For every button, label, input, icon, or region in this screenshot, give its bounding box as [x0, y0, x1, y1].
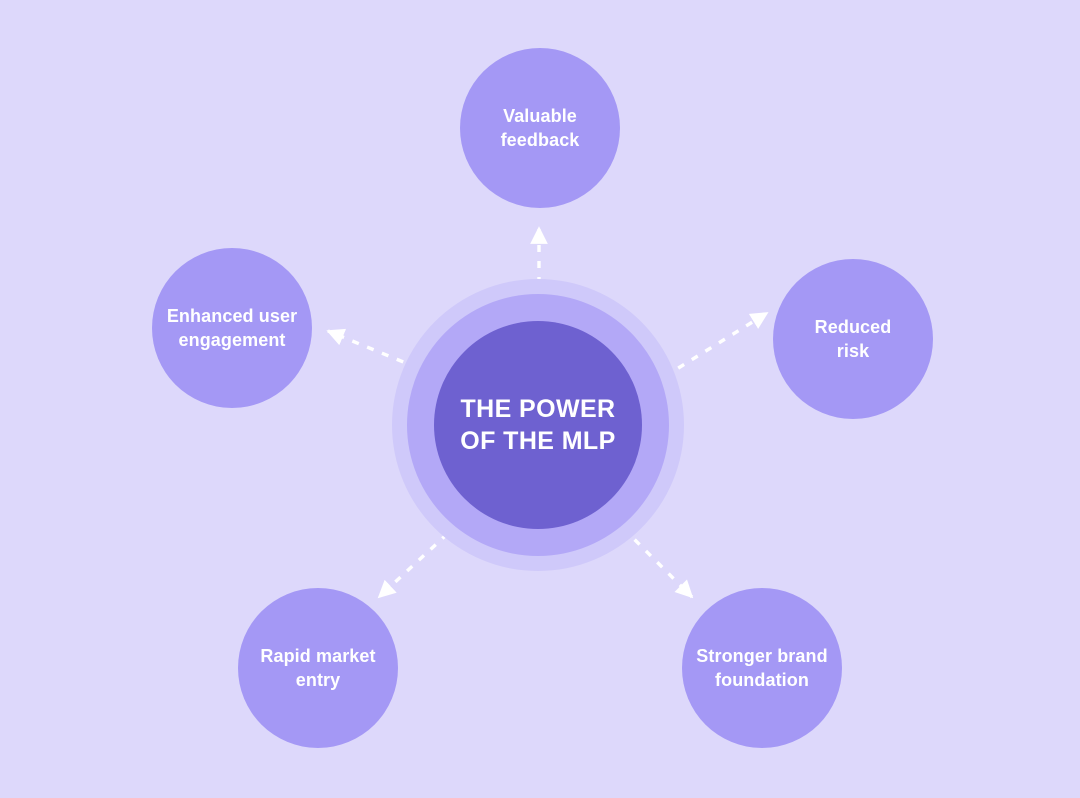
node-enhanced-user-engagement[interactable]: Enhanced user engagement — [152, 248, 312, 408]
node-valuable-feedback[interactable]: Valuable feedback — [460, 48, 620, 208]
connector-to-enhanced-user-engagement — [326, 328, 419, 370]
node-reduced-risk-line-1: Reduced — [814, 316, 892, 337]
node-valuable-feedback-line-1: Valuable — [503, 105, 577, 126]
node-reduced-risk-line-2: risk — [836, 341, 870, 361]
node-label-rapid-market-entry: Rapid market entry — [260, 644, 375, 693]
hub-label: THE POWER OF THE MLP — [460, 393, 615, 458]
node-label-valuable-feedback: Valuable feedback — [501, 104, 580, 153]
node-enhanced-user-engagement-line-2: engagement — [178, 330, 286, 350]
node-label-enhanced-user-engagement: Enhanced user engagement — [167, 304, 297, 353]
node-rapid-market-entry-line-1: Rapid market — [260, 645, 376, 666]
node-rapid-market-entry-line-2: entry — [295, 670, 341, 690]
node-reduced-risk[interactable]: Reduced risk — [773, 259, 933, 419]
hub-label-line-1: THE POWER — [460, 394, 616, 423]
hub-label-line-2: OF THE MLP — [460, 427, 616, 455]
node-label-reduced-risk: Reduced risk — [815, 315, 892, 364]
node-rapid-market-entry[interactable]: Rapid market entry — [238, 588, 398, 748]
node-valuable-feedback-line-2: feedback — [500, 130, 580, 150]
node-stronger-brand-foundation[interactable]: Stronger brand foundation — [682, 588, 842, 748]
hub-core-circle[interactable]: THE POWER OF THE MLP — [434, 321, 642, 529]
node-stronger-brand-foundation-line-2: foundation — [715, 670, 809, 690]
node-enhanced-user-engagement-line-1: Enhanced user — [166, 305, 298, 326]
node-stronger-brand-foundation-line-1: Stronger brand — [696, 645, 828, 666]
node-label-stronger-brand-foundation: Stronger brand foundation — [696, 644, 827, 693]
